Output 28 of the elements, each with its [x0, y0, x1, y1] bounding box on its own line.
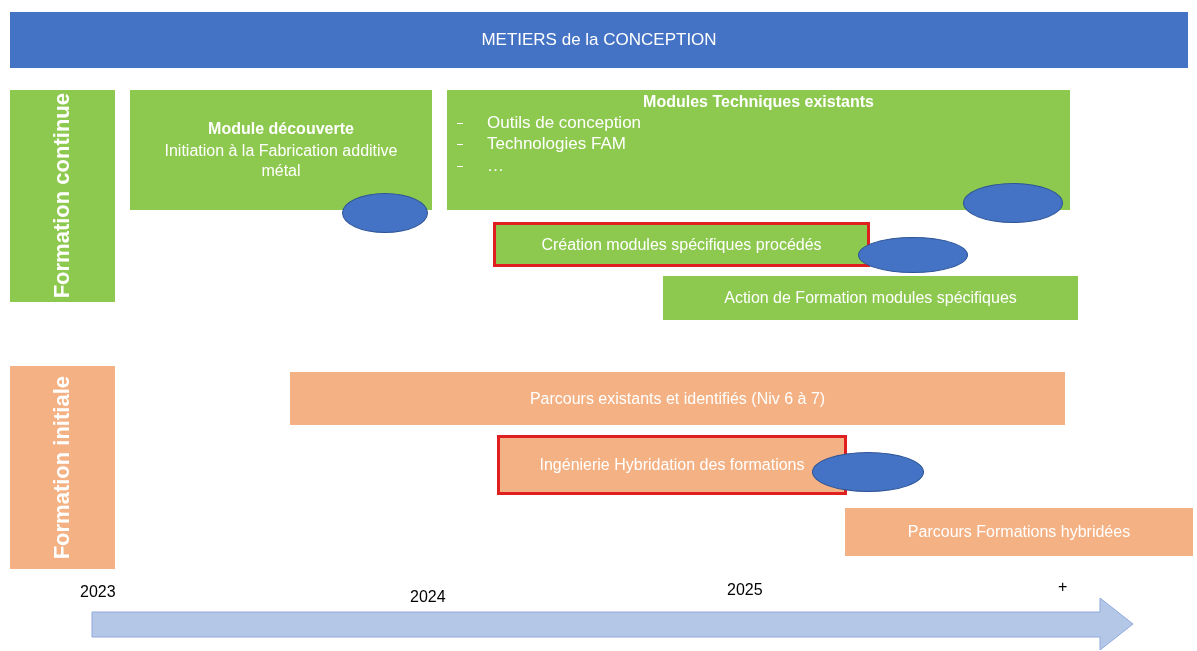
- box-text: Action de Formation modules spécifiques: [723, 288, 1018, 308]
- course-box: [845, 508, 1193, 556]
- vertical-heading: Formation initiale: [49, 375, 76, 560]
- box-text: Parcours Formations hybridées: [906, 522, 1132, 542]
- year-label: +: [1058, 578, 1068, 596]
- course-box: [290, 372, 1065, 425]
- box-text: Parcours existants et identifiés (Niv 6 à 7): [528, 388, 827, 409]
- box-text: METIERS de la CONCEPTION: [480, 29, 718, 51]
- box-text: Initiation à la Fabrication additive métal: [163, 141, 399, 181]
- module-box: [493, 222, 870, 267]
- box-heading: Modules Techniques existants: [643, 92, 874, 112]
- box-text: Création modules spécifiques procédés: [540, 234, 823, 255]
- module-box: [130, 90, 432, 210]
- year-label: 2023: [80, 583, 116, 601]
- category-band: [10, 366, 115, 569]
- list-item: Outils de conception: [447, 112, 642, 134]
- category-band: [10, 90, 115, 302]
- list-item: …: [447, 154, 504, 176]
- box-text: Ingénierie Hybridation des formations: [538, 455, 806, 475]
- box-heading: Module découverte: [208, 119, 354, 139]
- title-band: [10, 12, 1188, 68]
- list-item: Technologies FAM: [447, 133, 626, 155]
- vertical-heading: Formation continue: [49, 93, 76, 299]
- year-label: 2025: [727, 581, 763, 599]
- year-label: 2024: [410, 588, 446, 606]
- course-box: [497, 435, 847, 495]
- module-box: [447, 90, 1070, 210]
- module-box: [663, 276, 1078, 320]
